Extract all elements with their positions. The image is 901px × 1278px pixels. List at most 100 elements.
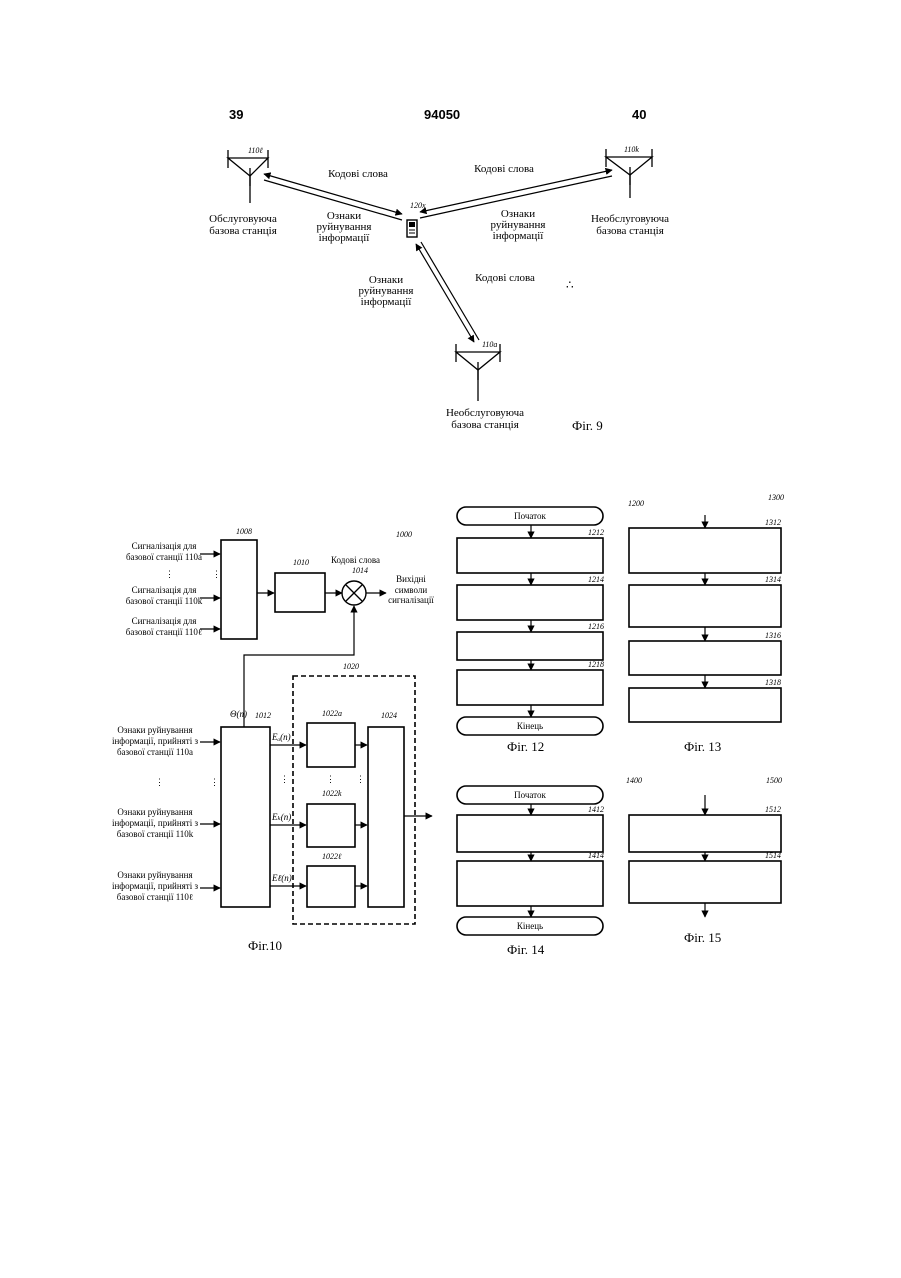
fig9-caption: Фіг. 9 [572,418,603,433]
codewords-label: Кодові слова [474,163,534,175]
link-arrow [420,170,612,212]
ellipsis-dots: ∴ [566,278,574,292]
fig12-flowchart: 1200 Початок 1212 1214 1216 1218 Кінець … [457,499,644,754]
erasure-input-label: інформації, прийняті з [112,818,199,828]
ellipsis-dots: ⋮ [210,777,219,787]
document-number: 94050 [424,107,460,122]
codewords-label: Кодові слова [328,168,388,180]
block-1012 [221,727,270,907]
codewords-label: Кодові слова [475,272,535,284]
step-ref: 1216 [588,622,604,631]
process-step [457,861,603,906]
process-step [629,861,781,903]
ellipsis-dots: ⋮ [326,774,335,784]
station-label: базова станція [209,225,277,237]
block-ref: 1012 [255,711,271,720]
signal-input-label: базової станції 110k [126,596,203,606]
fig10-ref: 1000 [396,530,412,539]
output-label: Вихідні [396,574,426,584]
multiplier-icon [342,581,366,605]
link-arrow [264,174,402,214]
block-1022a [307,723,355,767]
block-ref: 1022k [322,789,342,798]
process-step [457,632,603,660]
group-ref: 1020 [343,662,359,671]
process-step [629,528,781,573]
station-ref: 110ℓ [248,146,263,155]
codewords-label: Кодові слова [331,555,380,565]
ellipsis-dots: ⋮ [165,569,174,579]
link-arrow [421,242,479,340]
e-label: Eℓ(n) [271,873,292,883]
station-label: базова станція [451,419,519,431]
terminal-ref: 120x [410,201,426,210]
station-ref: 110a [482,340,497,349]
step-ref: 1316 [765,631,781,640]
signal-input-label: базової станції 110а [126,552,202,562]
ellipsis-dots: ⋮ [155,777,164,787]
end-label: Кінець [517,721,543,731]
fig13-flowchart: 1300 1312 1314 1316 1318 Фіг. 13 [629,493,784,754]
fig12-caption: Фіг. 12 [507,739,544,754]
erasure-label: інформації [493,230,545,242]
process-step [629,815,781,852]
fig13-ref: 1300 [768,493,784,502]
process-step [457,538,603,573]
signal-input-label: Сигналізація для [132,541,197,551]
fig14-ref: 1400 [626,776,642,785]
link-arrow [416,244,474,342]
theta-label: Θ(n) [230,709,247,719]
fig15-flowchart: 1500 1512 1514 Фіг. 15 [629,776,782,945]
block-1022l [307,866,355,907]
step-ref: 1512 [765,805,781,814]
block-ref: 1024 [381,711,397,720]
block-ref: 1008 [236,527,252,536]
output-label: символи [395,585,428,595]
station-label: Необслуговуюча [446,407,524,419]
ellipsis-dots: ⋮ [356,774,365,784]
process-step [629,585,781,627]
step-ref: 1312 [765,518,781,527]
step-ref: 1318 [765,678,781,687]
fig13-caption: Фіг. 13 [684,739,721,754]
ellipsis-dots: ⋮ [280,774,289,784]
page-number-right: 40 [632,107,646,122]
fig10-caption: Фіг.10 [248,938,282,953]
e-label: Eₐ(n) [271,732,291,742]
fig15-caption: Фіг. 15 [684,930,721,945]
base-station-tower-icon [606,149,652,198]
fig9-diagram: 110ℓ Обслуговуюча базова станція 110k Не… [209,145,669,433]
fig10-diagram: 1000 Сигналізація для базової станції 11… [112,527,434,953]
end-label: Кінець [517,921,543,931]
process-step [457,585,603,620]
erasure-input-label: базової станції 110k [117,829,194,839]
fig14-caption: Фіг. 14 [507,942,545,957]
mobile-terminal-icon [407,220,417,237]
process-step [629,641,781,675]
block-1022k [307,804,355,847]
station-label: Обслуговуюча [209,213,277,225]
station-label: базова станція [596,225,664,237]
block-1010 [275,573,325,612]
step-ref: 1214 [588,575,604,584]
step-ref: 1414 [588,851,604,860]
erasure-label: інформації [319,232,371,244]
block-ref: 1022a [322,709,342,718]
step-ref: 1212 [588,528,604,537]
fig14-flowchart: 1400 Початок 1412 1414 Кінець Фіг. 14 [457,776,642,957]
block-ref: 1010 [293,558,309,567]
e-label: Eₖ(n) [271,812,291,822]
erasure-input-label: базової станції 110а [117,747,193,757]
process-step [457,815,603,852]
erasure-input-label: Ознаки руйнування [117,807,192,817]
process-step [457,670,603,705]
ellipsis-dots: ⋮ [212,569,221,579]
base-station-tower-icon [456,344,500,401]
erasure-input-label: Ознаки руйнування [117,870,192,880]
start-label: Початок [514,511,546,521]
station-label: Необслуговуюча [591,213,669,225]
signal-input-label: Сигналізація для [132,616,197,626]
erasure-input-label: інформації, прийняті з [112,881,199,891]
block-1024 [368,727,404,907]
